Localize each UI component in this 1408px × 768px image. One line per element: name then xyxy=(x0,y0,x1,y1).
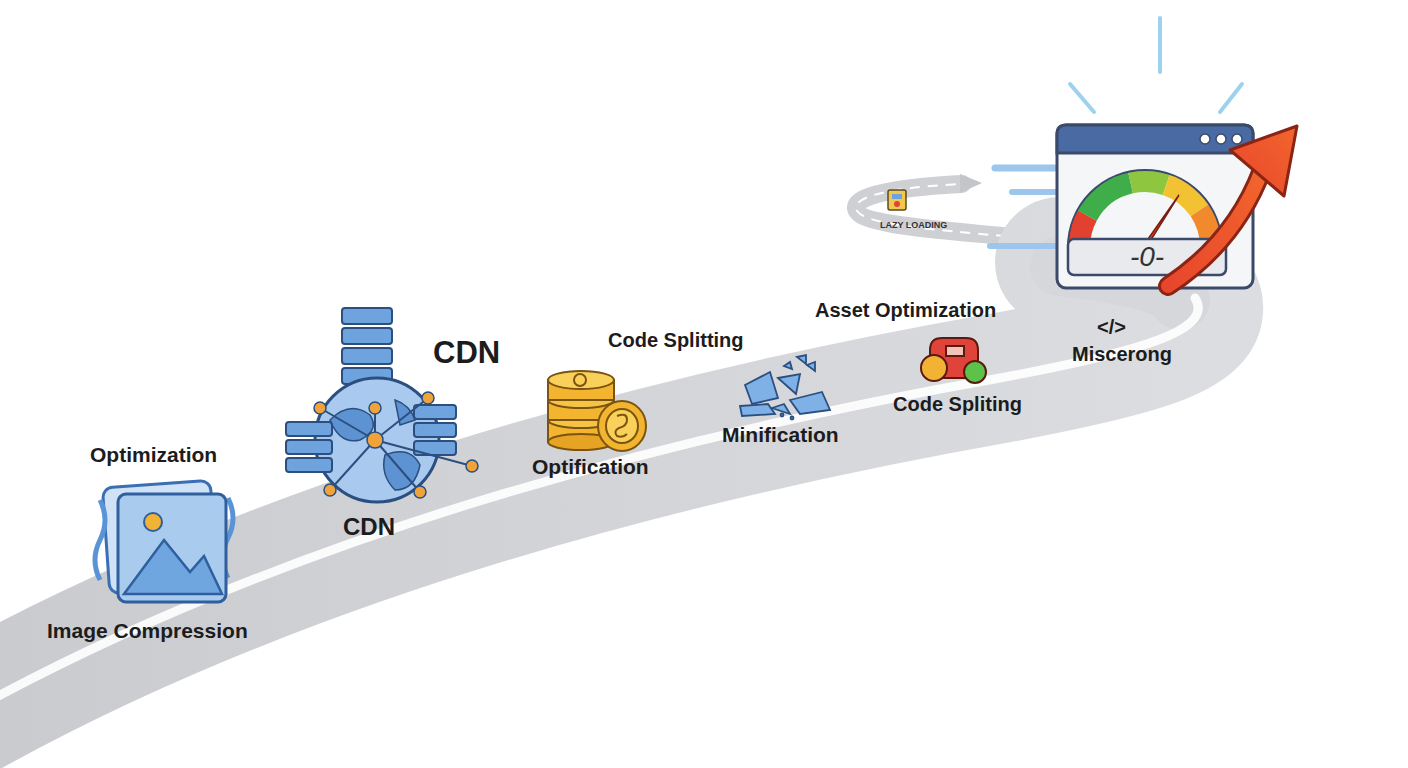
step-label: Code Spliting xyxy=(893,393,1022,415)
step-label: </> xyxy=(1097,316,1126,338)
step-label: CDN xyxy=(433,336,500,370)
glow-rays xyxy=(1070,18,1242,112)
road-center-line xyxy=(0,298,1198,740)
browser-speed-gauge: -0- xyxy=(1055,123,1255,290)
step-label: CDN xyxy=(343,514,395,540)
step-label: Minification xyxy=(722,423,839,446)
lazy-loading-icon xyxy=(888,190,906,210)
step-label: Code Splitting xyxy=(608,329,744,351)
gauge-rim xyxy=(1068,170,1222,247)
step-label: Optification xyxy=(532,455,649,478)
step-label: Asset Optimization xyxy=(815,299,996,321)
gauge-arc xyxy=(1131,181,1167,185)
step-label: Miscerong xyxy=(1072,343,1172,365)
window-frame xyxy=(1057,125,1253,288)
main-road xyxy=(0,262,1198,740)
coin-stack-icon xyxy=(548,371,646,451)
gauge-value: -0- xyxy=(1068,239,1226,274)
image-icon xyxy=(95,480,233,602)
window-dot xyxy=(1232,134,1242,144)
gauge-arc xyxy=(1087,183,1130,216)
side-road-arrowhead xyxy=(960,174,982,193)
window-dot xyxy=(1200,134,1210,144)
asset-icon xyxy=(921,338,986,383)
gauge-readout xyxy=(1068,239,1226,275)
step-label: Optimization xyxy=(90,443,217,466)
shards-icon xyxy=(740,355,830,420)
step-label: Image Compression xyxy=(47,619,248,642)
window-header xyxy=(1057,125,1253,153)
window-dot xyxy=(1216,134,1226,144)
step-label: LAZY LOADING xyxy=(880,221,947,231)
